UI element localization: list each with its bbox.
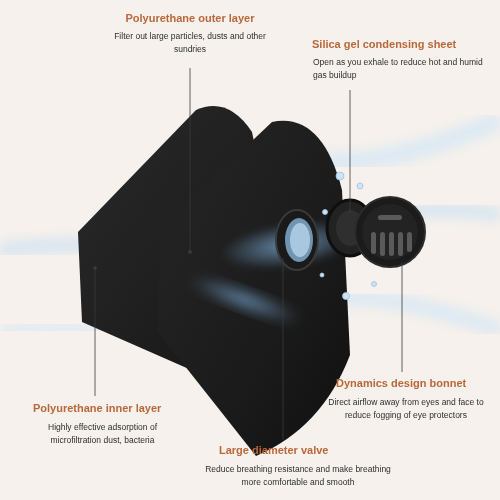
airflow-stream	[300, 120, 500, 163]
bonnet-slot	[371, 232, 376, 254]
light-glow	[185, 268, 306, 332]
leader-line	[95, 268, 96, 396]
leader-line	[350, 90, 351, 214]
part-description: Open as you exhale to reduce hot and hum…	[313, 56, 488, 82]
part-name: Polyurethane outer layer	[110, 12, 270, 24]
bubble	[323, 210, 328, 215]
part-description: Highly effective adsorption of microfilt…	[35, 421, 170, 447]
part-name: Large diameter valve	[219, 444, 369, 456]
bonnet	[355, 197, 425, 267]
bonnet-slot	[398, 232, 403, 256]
leader-line	[402, 262, 403, 372]
part-name: Dynamics design bonnet	[336, 377, 486, 389]
bonnet-slot	[407, 232, 412, 252]
part-name: Polyurethane inner layer	[33, 402, 193, 414]
outer-layer-panel	[158, 121, 350, 456]
valve-opening	[285, 218, 313, 262]
valve-opening	[290, 223, 310, 257]
leader-dot	[94, 267, 97, 270]
leader-line	[283, 258, 284, 440]
bonnet-slot	[378, 215, 402, 220]
bubble	[336, 172, 344, 180]
bubble	[357, 183, 363, 189]
part-description: Direct airflow away from eyes and face t…	[318, 396, 494, 422]
bonnet-slot	[389, 232, 394, 256]
part-description: Filter out large particles, dusts and ot…	[105, 30, 275, 56]
bubble	[343, 293, 350, 300]
valve-ring	[276, 210, 318, 270]
bubble	[372, 282, 377, 287]
part-name: Silica gel condensing sheet	[312, 38, 492, 50]
leader-dot	[189, 251, 192, 254]
bonnet-slot	[380, 232, 385, 256]
bubble	[320, 273, 324, 277]
part-description: Reduce breathing resistance and make bre…	[203, 463, 393, 489]
bubbles	[320, 172, 377, 300]
leader-line	[190, 68, 191, 252]
bonnet	[362, 204, 418, 260]
